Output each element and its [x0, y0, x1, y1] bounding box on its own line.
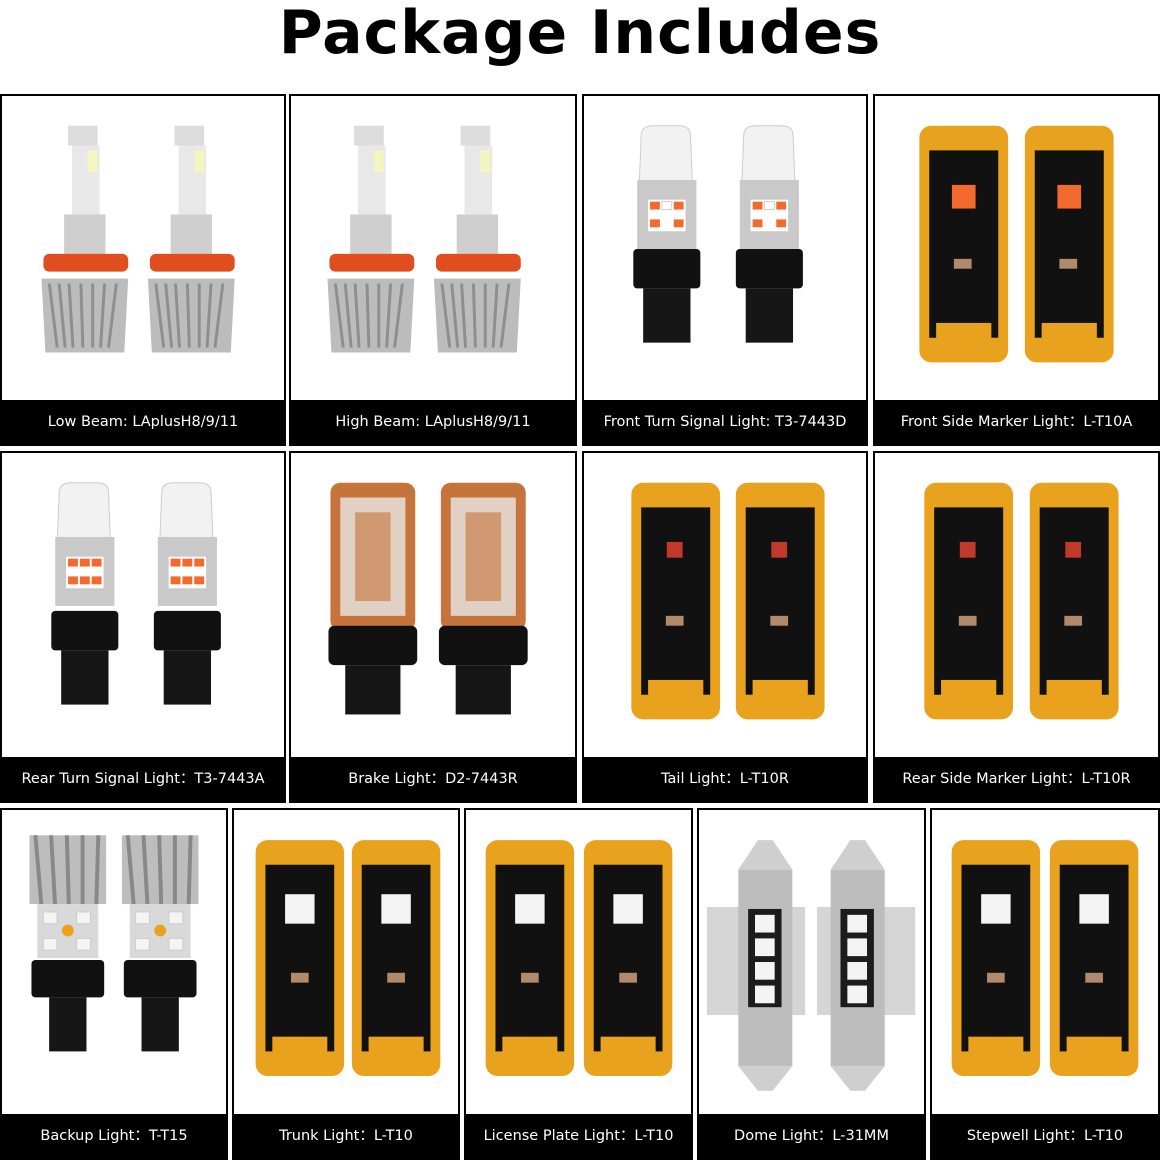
product-tile-backup-light: Backup Light：T-T15 — [0, 808, 228, 1160]
product-caption: Front Side Marker Light：L-T10A — [875, 400, 1158, 444]
t15-bulb — [121, 835, 199, 1052]
product-caption: Backup Light：T-T15 — [2, 1114, 226, 1158]
product-tile-license-plate-light: License Plate Light：L-T10 — [464, 808, 693, 1160]
product-caption: Rear Side Marker Light：L-T10R — [875, 757, 1158, 801]
product-caption: High Beam: LAplusH8/9/11 — [291, 400, 575, 444]
product-tile-rear-side-marker: Rear Side Marker Light：L-T10R — [873, 451, 1160, 803]
t15-bulb — [29, 835, 107, 1052]
product-caption: Stepwell Light：L-T10 — [932, 1114, 1158, 1158]
product-caption: Front Turn Signal Light: T3-7443D — [584, 400, 866, 444]
t10-bulb — [583, 840, 673, 1076]
page-title: Package Includes — [278, 0, 882, 68]
product-tile-tail-light: Tail Light：L-T10R — [582, 451, 868, 803]
t10-bulb — [485, 840, 575, 1076]
product-caption: Rear Turn Signal Light：T3-7443A — [2, 757, 284, 801]
turn-signal-bulbs-image — [584, 96, 866, 400]
product-tile-stepwell-light: Stepwell Light：L-T10 — [930, 808, 1160, 1160]
festoon-bulb — [706, 840, 806, 1091]
product-caption: License Plate Light：L-T10 — [466, 1114, 691, 1158]
turn-signal-bulb — [153, 482, 221, 705]
t10-bulbs-image — [932, 810, 1158, 1114]
t10-bulbs-image — [584, 453, 866, 757]
t10-bulb — [255, 840, 345, 1076]
turn-signal-bulb — [51, 482, 119, 705]
turn-signal-bulb — [633, 125, 701, 343]
product-caption: Tail Light：L-T10R — [584, 757, 866, 801]
brake-bulb — [328, 482, 418, 715]
t10-bulb — [1029, 482, 1119, 720]
t10-bulb — [351, 840, 441, 1076]
product-tile-brake-light: Brake Light：D2-7443R — [289, 451, 577, 803]
t10-bulbs-image — [234, 810, 458, 1114]
t10-bulb — [631, 482, 721, 720]
product-tile-rear-turn-signal: Rear Turn Signal Light：T3-7443A — [0, 451, 286, 803]
product-tile-low-beam: Low Beam: LAplusH8/9/11 — [0, 94, 286, 446]
headlight-bulb — [327, 125, 415, 353]
product-tile-trunk-light: Trunk Light：L-T10 — [232, 808, 460, 1160]
turn-signal-bulbs-image — [2, 453, 284, 757]
festoon-bulbs-image — [699, 810, 924, 1114]
product-caption: Trunk Light：L-T10 — [234, 1114, 458, 1158]
product-tile-front-turn-signal: Front Turn Signal Light: T3-7443D — [582, 94, 868, 446]
t10-bulb — [735, 482, 825, 720]
t10-bulbs-image — [466, 810, 691, 1114]
t10-bulb — [924, 482, 1014, 720]
product-tile-high-beam: High Beam: LAplusH8/9/11 — [289, 94, 577, 446]
product-caption: Brake Light：D2-7443R — [291, 757, 575, 801]
brake-bulb — [438, 482, 528, 715]
t15-bulbs-image — [2, 810, 226, 1114]
t10-bulb — [1049, 840, 1139, 1076]
headlight-bulbs-image — [291, 96, 575, 400]
headlight-bulbs-image — [2, 96, 284, 400]
product-caption: Low Beam: LAplusH8/9/11 — [2, 400, 284, 444]
t10-bulbs-image — [875, 453, 1158, 757]
t10-bulb — [919, 125, 1009, 363]
headlight-bulb — [41, 125, 129, 353]
product-tile-dome-light: Dome Light：L-31MM — [697, 808, 926, 1160]
headlight-bulb — [147, 125, 235, 353]
festoon-bulb — [816, 840, 916, 1091]
t10-bulbs-image — [875, 96, 1158, 400]
brake-bulbs-image — [291, 453, 575, 757]
product-caption: Dome Light：L-31MM — [699, 1114, 924, 1158]
product-tile-front-side-marker: Front Side Marker Light：L-T10A — [873, 94, 1160, 446]
headlight-bulb — [433, 125, 521, 353]
turn-signal-bulb — [735, 125, 803, 343]
t10-bulb — [1024, 125, 1114, 363]
t10-bulb — [951, 840, 1041, 1076]
